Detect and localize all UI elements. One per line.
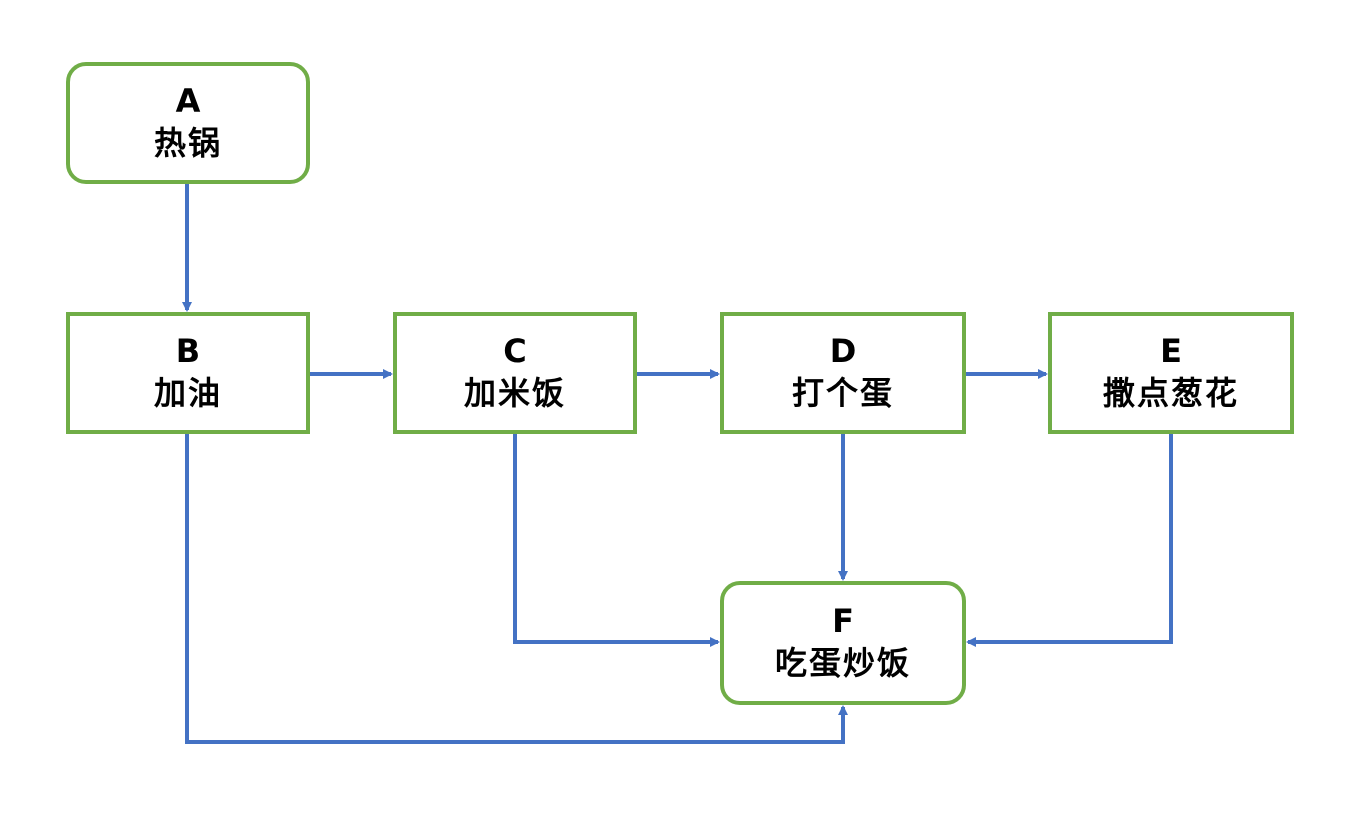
node-e-label: 撒点葱花: [1102, 374, 1239, 412]
node-b: B 加油: [66, 312, 310, 434]
node-d: D 打个蛋: [720, 312, 966, 434]
node-d-letter: D: [829, 332, 857, 370]
edge-c-to-f: [513, 434, 720, 647]
node-c: C 加米饭: [393, 312, 637, 434]
node-a: A 热锅: [66, 62, 310, 184]
node-c-label: 加米饭: [463, 374, 566, 412]
node-c-letter: C: [503, 332, 527, 370]
node-e-letter: E: [1160, 332, 1182, 370]
node-b-label: 加油: [153, 374, 222, 412]
edge-b-to-f: [185, 434, 848, 744]
node-f-label: 吃蛋炒饭: [774, 644, 911, 682]
node-e: E 撒点葱花: [1048, 312, 1294, 434]
node-a-letter: A: [175, 82, 201, 120]
node-f-letter: F: [832, 602, 854, 640]
node-f: F 吃蛋炒饭: [720, 581, 966, 705]
node-a-label: 热锅: [153, 124, 222, 162]
edge-e-to-f: [966, 434, 1173, 647]
node-b-letter: B: [175, 332, 201, 370]
node-d-label: 打个蛋: [791, 374, 894, 412]
